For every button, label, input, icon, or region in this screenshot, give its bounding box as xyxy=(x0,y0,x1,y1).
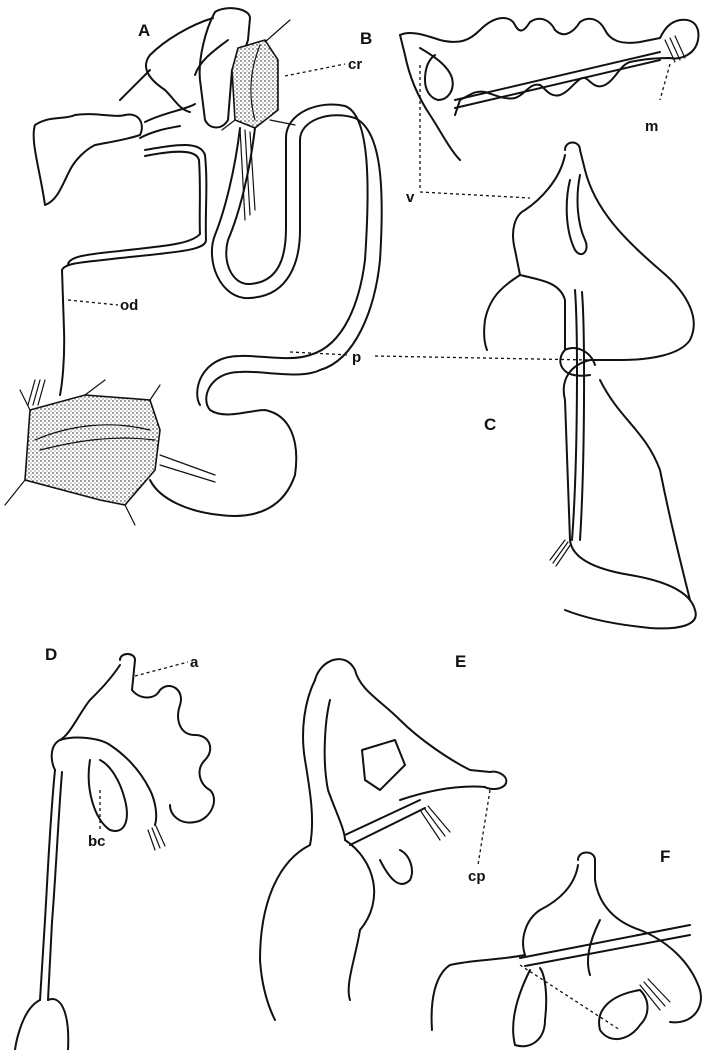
panel-e-drawing xyxy=(260,659,506,1020)
panel-label-d: D xyxy=(45,645,57,664)
panel-d-drawing xyxy=(15,654,214,1050)
leader-lines xyxy=(68,64,670,1030)
part-label-od: od xyxy=(120,297,138,314)
part-label-m: m xyxy=(645,118,658,135)
panel-a-drawing xyxy=(5,8,382,525)
part-label-v: v xyxy=(406,189,415,206)
panel-label-f: F xyxy=(660,847,670,866)
part-label-p: p xyxy=(352,349,361,366)
part-label-cp: cp xyxy=(468,868,486,885)
panel-c-drawing xyxy=(484,143,696,629)
panel-label-e: E xyxy=(455,652,466,671)
panel-b-drawing xyxy=(400,18,698,160)
part-label-cr: cr xyxy=(348,56,362,73)
panel-label-a: A xyxy=(138,21,150,40)
part-label-bc: bc xyxy=(88,833,106,850)
panel-label-b: B xyxy=(360,29,372,48)
panel-label-c: C xyxy=(484,415,496,434)
part-label-a: a xyxy=(190,654,199,671)
